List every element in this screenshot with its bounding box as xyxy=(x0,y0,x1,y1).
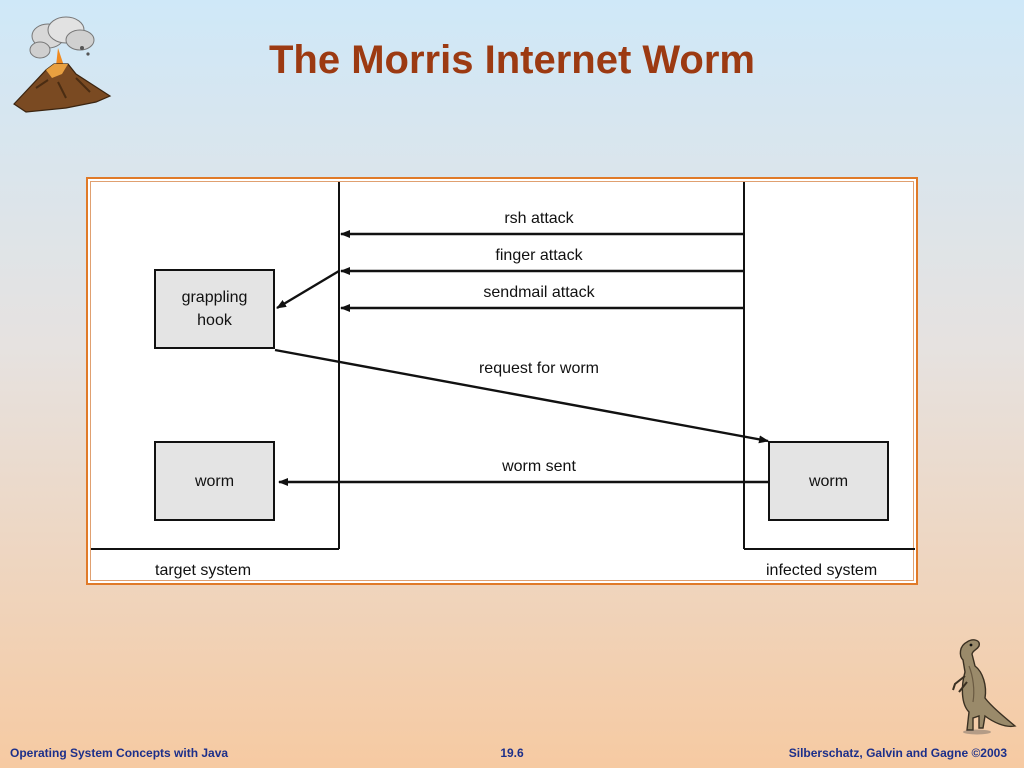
target-worm-label: worm xyxy=(194,472,235,490)
diagram-frame: rsh attack finger attack sendmail attack… xyxy=(90,181,915,581)
footer-authors: Silberschatz, Galvin and Gagne ©2003 xyxy=(788,746,1007,760)
request-for-worm-label: request for worm xyxy=(478,360,600,377)
infected-worm-label: worm xyxy=(808,472,849,490)
rsh-attack-label: rsh attack xyxy=(504,210,574,227)
diagram-lines xyxy=(91,182,915,550)
target-worm-box: worm xyxy=(154,441,275,521)
finger-attack-label: finger attack xyxy=(495,247,583,264)
footer-slide-number: 19.6 xyxy=(500,746,524,760)
infected-worm-box: worm xyxy=(768,441,889,521)
footer-book-title: Operating System Concepts with Java xyxy=(10,746,229,760)
grappling-hook-box: grappling hook xyxy=(154,269,275,349)
grappling-hook-label: grappling hook xyxy=(181,289,248,329)
worm-attack-diagram: rsh attack finger attack sendmail attack… xyxy=(86,177,918,585)
volcano-icon xyxy=(6,8,116,123)
request-for-worm-arrow xyxy=(274,348,769,444)
grappling-hook-link-arrow xyxy=(276,269,340,310)
worm-sent-label: worm sent xyxy=(502,458,576,475)
infected-system-label: infected system xyxy=(766,562,878,579)
slide-title: The Morris Internet Worm xyxy=(269,38,755,82)
target-system-label: target system xyxy=(155,562,252,579)
sendmail-attack-label: sendmail attack xyxy=(483,284,595,301)
dinosaur-icon xyxy=(945,636,1019,741)
